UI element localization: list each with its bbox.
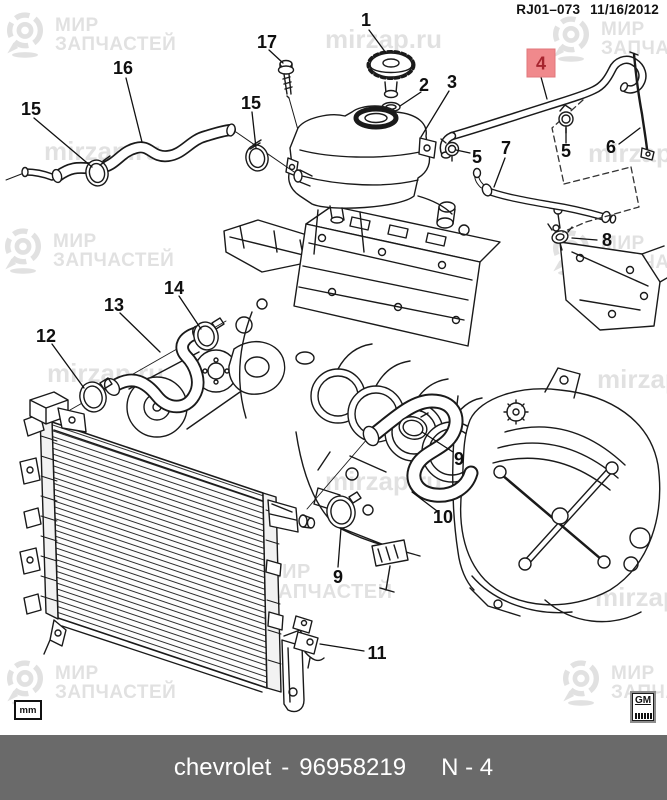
- callout-15-2[interactable]: 15: [240, 93, 262, 113]
- callout-2[interactable]: 2: [418, 75, 430, 95]
- clamp-12-drawing: [79, 377, 113, 413]
- heater-pipe-4-drawing: [439, 55, 647, 159]
- callout-1[interactable]: 1: [360, 10, 372, 30]
- callout-9-2[interactable]: 9: [332, 567, 344, 587]
- callout-13[interactable]: 13: [103, 295, 125, 315]
- clamp-5-left-drawing: [440, 138, 460, 162]
- detail-dashed-outline: [551, 99, 640, 233]
- callout-5-2[interactable]: 5: [560, 141, 572, 161]
- callout-3[interactable]: 3: [446, 72, 458, 92]
- doc-date: 11/16/2012: [590, 2, 659, 17]
- radiator-drawing: [19, 391, 325, 713]
- callout-9-1[interactable]: 9: [453, 449, 465, 469]
- callout-4-highlighted[interactable]: 4: [526, 48, 556, 78]
- clamp-9-lower-drawing: [326, 491, 362, 529]
- gm-parts-logo: GM: [630, 691, 656, 723]
- leader-lines: [33, 29, 641, 652]
- footer-brand: chevrolet: [173, 753, 272, 781]
- callout-15-1[interactable]: 15: [20, 99, 42, 119]
- callout-12[interactable]: 12: [35, 326, 57, 346]
- callout-17[interactable]: 17: [256, 32, 278, 52]
- parts-diagram: [5, 29, 667, 713]
- callout-7[interactable]: 7: [500, 138, 512, 158]
- engine-drawing: [126, 97, 667, 593]
- units-mm-box: mm: [14, 700, 42, 720]
- callout-6[interactable]: 6: [605, 137, 617, 157]
- callout-10[interactable]: 10: [432, 507, 454, 527]
- transmission-drawing: [459, 367, 661, 623]
- rod-6-drawing: [629, 51, 655, 161]
- coolant-reservoir-drawing: [285, 50, 453, 224]
- footer-part-number: 96958219: [299, 753, 407, 781]
- pipe-7-drawing: [472, 167, 617, 224]
- clamp-15-right-drawing: [245, 139, 269, 172]
- gm-logo-text: GM: [634, 695, 652, 706]
- footer-separator: -: [281, 753, 290, 781]
- footer-bar: chevrolet - 96958219 N - 4: [0, 735, 667, 800]
- doc-code: RJ01–073: [516, 2, 581, 17]
- clamp-9-upper-drawing: [398, 412, 429, 440]
- callout-14[interactable]: 14: [163, 278, 185, 298]
- screw-17-drawing: [277, 59, 295, 99]
- footer-sheet-number: N - 4: [441, 753, 494, 781]
- callout-5-1[interactable]: 5: [471, 147, 483, 167]
- clamp-14-drawing: [193, 317, 225, 351]
- callout-11[interactable]: 11: [367, 643, 387, 663]
- page-header: RJ01–073 11/16/2012: [516, 2, 659, 17]
- clamp-15-left-drawing: [85, 155, 111, 187]
- latch-11-drawing: [292, 615, 325, 669]
- hose-10-drawing: [306, 393, 479, 510]
- gm-logo-bar: [634, 713, 652, 719]
- callout-8[interactable]: 8: [601, 230, 613, 250]
- callout-16[interactable]: 16: [112, 58, 134, 78]
